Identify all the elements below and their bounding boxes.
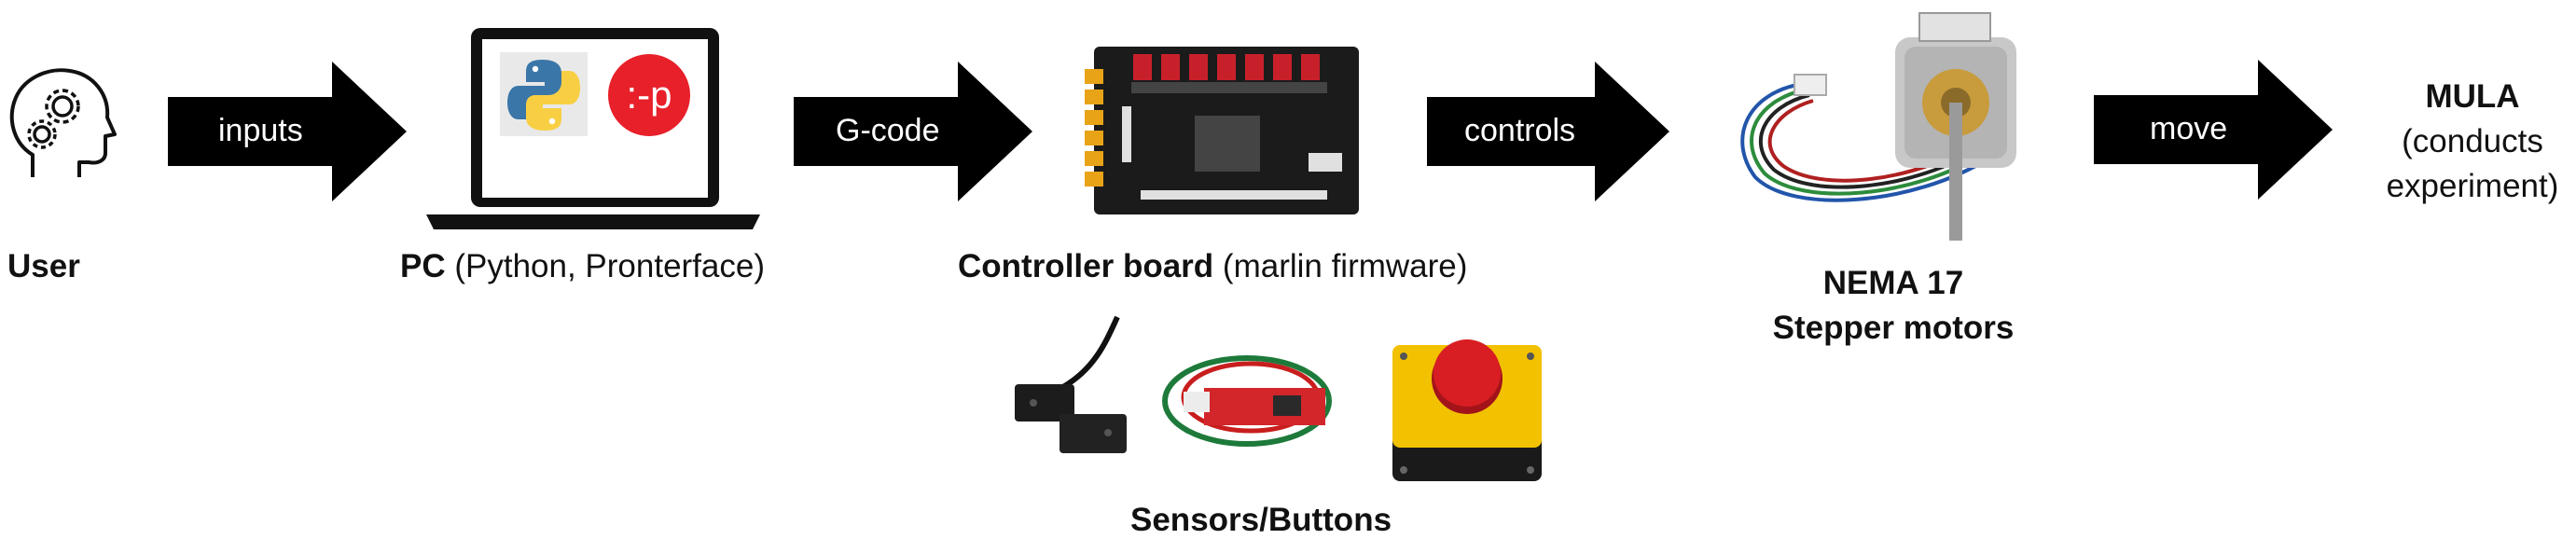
svg-text::-p: :-p	[626, 73, 672, 117]
arrow-gcode	[794, 62, 1032, 201]
arrow-move-label: move	[2150, 111, 2228, 146]
laptop-icon	[424, 24, 762, 235]
mula-line1: (conducts	[2402, 123, 2543, 159]
controller-label-rest: (marlin firmware)	[1213, 248, 1468, 284]
limit-switch-image	[1161, 341, 1348, 453]
controller-board-image	[1085, 41, 1364, 218]
user-label: User	[7, 248, 80, 284]
mula-line2: experiment)	[2386, 168, 2559, 204]
python-logo-icon	[500, 52, 588, 136]
stepper-motor-image	[1709, 0, 2050, 241]
arrow-inputs-label: inputs	[218, 113, 303, 148]
pc-label-rest: (Python, Pronterface)	[445, 248, 766, 284]
mula-title: MULA	[2425, 78, 2520, 115]
controller-label-bold: Controller board	[958, 248, 1214, 284]
arrow-inputs	[168, 62, 407, 201]
controller-label: Controller board (marlin firmware)	[958, 248, 1467, 285]
pronterface-logo-icon: :-p	[606, 52, 692, 138]
motors-label-line1: NEMA 17	[1822, 265, 1964, 301]
arrow-move	[2094, 60, 2333, 200]
user-head-icon	[5, 63, 117, 185]
arrow-gcode-label: G-code	[836, 113, 940, 148]
sensors-label: Sensors/Buttons	[1130, 502, 1392, 538]
pc-label-bold: PC	[400, 248, 446, 284]
motors-label-line2: Stepper motors	[1772, 310, 2015, 346]
pc-label: PC (Python, Pronterface)	[400, 248, 765, 285]
arrow-controls	[1427, 62, 1669, 201]
arrow-controls-label: controls	[1464, 113, 1576, 148]
mula-block: MULA (conducts experiment)	[2369, 75, 2576, 209]
motors-label: NEMA 17 Stepper motors	[1753, 261, 2033, 351]
emergency-stop-button-image	[1383, 317, 1551, 487]
magnetic-sensor-image	[1005, 313, 1155, 463]
